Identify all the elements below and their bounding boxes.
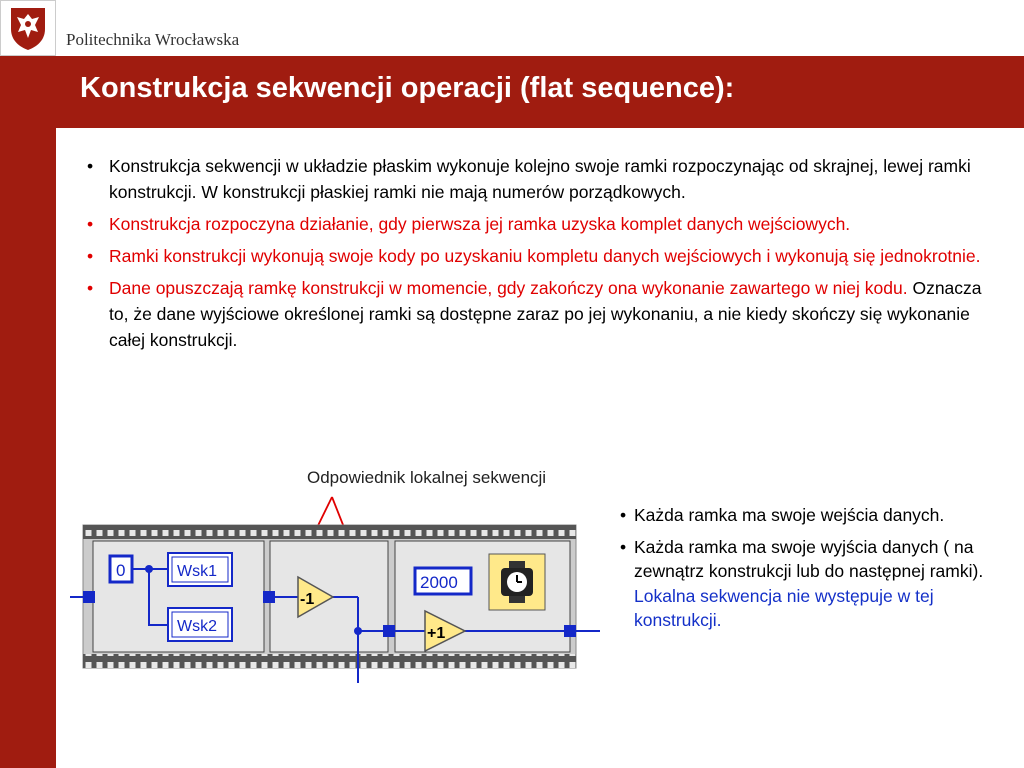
- increment-label: +1: [427, 625, 445, 642]
- side-bullet-item: Każda ramka ma swoje wejścia danych.: [620, 503, 1000, 528]
- slide-title: Konstrukcja sekwencji operacji (flat seq…: [80, 72, 735, 104]
- left-brand-bar: [0, 0, 56, 768]
- bullet-item: Ramki konstrukcji wykonują swoje kody po…: [84, 243, 1004, 269]
- flat-sequence-diagram: Odpowiednik lokalnej sekwencji 0 Wsk1 Ws…: [70, 468, 600, 683]
- indicator-wsk1-label: Wsk1: [177, 563, 217, 580]
- bullet-item: Konstrukcja sekwencji w układzie płaskim…: [84, 153, 1004, 205]
- indicator-wsk2-label: Wsk2: [177, 618, 217, 635]
- decrement-node: [297, 575, 335, 619]
- increment-node: [424, 609, 467, 653]
- film-bottom-edge: [83, 654, 576, 668]
- side-bullet-item: Każda ramka ma swoje wyjścia danych ( na…: [620, 535, 1000, 633]
- main-bullet-list: Konstrukcja sekwencji w układzie płaskim…: [84, 153, 1004, 359]
- constant-2000-label: 2000: [420, 573, 458, 592]
- bullet-red-text: Dane opuszczają ramkę konstrukcji w mome…: [109, 278, 908, 298]
- frame-tunnel: [383, 625, 395, 637]
- university-name: Politechnika Wrocławska: [66, 30, 240, 49]
- indicator-wsk2: [167, 607, 233, 642]
- constant-zero: [108, 554, 134, 584]
- frame-tunnel: [263, 591, 275, 603]
- bullet-item: Dane opuszczają ramkę konstrukcji w mome…: [84, 275, 1004, 353]
- decrement-label: -1: [300, 591, 314, 608]
- constant-2000: [413, 566, 473, 596]
- film-top-edge: [83, 525, 576, 539]
- university-logo: [0, 0, 56, 56]
- callout-label: Odpowiednik lokalnej sekwencji: [307, 468, 546, 487]
- indicator-wsk1: [167, 552, 233, 587]
- input-tunnel: [83, 591, 95, 603]
- eagle-shield-icon: [11, 8, 45, 50]
- title-bar: Konstrukcja sekwencji operacji (flat seq…: [56, 56, 1024, 128]
- side-black-text: Każda ramka ma swoje wyjścia danych ( na…: [634, 536, 984, 582]
- constant-zero-label: 0: [116, 561, 125, 580]
- side-blue-text: Lokalna sekwencja nie występuje w tej ko…: [634, 585, 934, 631]
- bullet-item: Konstrukcja rozpoczyna działanie, gdy pi…: [84, 211, 1004, 237]
- wire-junction: [354, 627, 362, 635]
- wire-junction: [145, 565, 153, 573]
- output-tunnel: [564, 625, 576, 637]
- watch-icon: [501, 561, 533, 603]
- bullet-black-text: Oznacza to, że dane wyjściowe określonej…: [109, 278, 982, 350]
- wires: [70, 568, 600, 683]
- side-bullet-list: Każda ramka ma swoje wejścia danych. Każ…: [620, 503, 1000, 640]
